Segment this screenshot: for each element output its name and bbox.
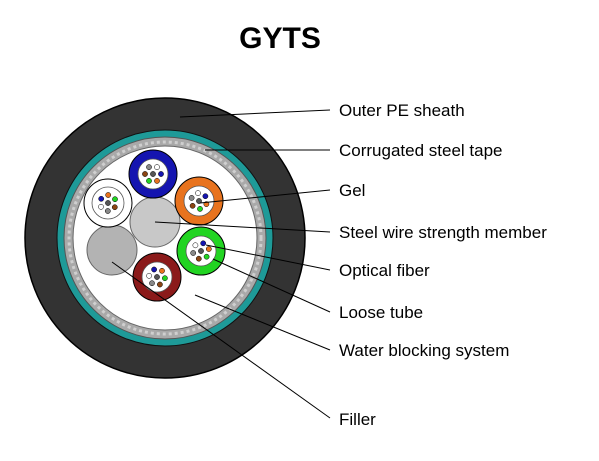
optical-fiber (111, 204, 118, 211)
optical-fiber (192, 242, 199, 249)
label-filler: Filler (339, 410, 376, 429)
optical-fiber (195, 255, 202, 262)
filler (86, 224, 138, 276)
optical-fiber (112, 196, 118, 203)
optical-fiber (146, 272, 152, 279)
optical-fiber (200, 240, 207, 247)
optical-fiber (202, 193, 209, 200)
optical-fiber (154, 164, 160, 170)
optical-fiber (205, 246, 212, 252)
optical-fiber (189, 202, 196, 209)
leader-gel (199, 189, 331, 204)
optical-fiber (142, 171, 148, 177)
optical-fiber (188, 195, 195, 201)
optical-fiber (190, 250, 197, 256)
leader-lines (111, 109, 331, 419)
optical-fiber (146, 178, 152, 184)
leader-optical-fiber (205, 244, 331, 271)
optical-fiber (197, 206, 203, 212)
optical-fiber (98, 203, 104, 210)
label-corrugated-steel-tape: Corrugated steel tape (339, 141, 503, 160)
leader-water-blocking (194, 294, 331, 351)
optical-fiber (198, 248, 204, 254)
optical-fiber (196, 198, 202, 204)
optical-fibers (98, 164, 212, 288)
optical-fiber (105, 192, 112, 198)
label-water-blocking: Water blocking system (339, 341, 509, 360)
optical-fiber (159, 267, 165, 274)
label-optical-fiber: Optical fiber (339, 261, 430, 280)
label-loose-tube: Loose tube (339, 303, 423, 322)
diagram-title: GYTS (239, 22, 321, 55)
optical-fiber (150, 171, 156, 177)
leader-filler (111, 261, 331, 419)
leader-outer-pe-sheath (179, 109, 331, 118)
optical-fiber (104, 208, 111, 214)
optical-fiber (154, 274, 160, 280)
optical-fiber (151, 266, 157, 273)
optical-fiber (162, 275, 168, 282)
optical-fiber (105, 200, 111, 206)
label-gel: Gel (339, 181, 365, 200)
optical-fiber (98, 195, 105, 202)
optical-fiber (195, 190, 201, 196)
leader-steel-wire (154, 221, 331, 233)
optical-fiber (158, 171, 164, 177)
optical-fiber (146, 164, 152, 170)
label-steel-wire: Steel wire strength member (339, 223, 547, 242)
optical-fiber (157, 281, 163, 288)
optical-fiber (154, 178, 160, 184)
optical-fiber (203, 253, 210, 260)
leader-loose-tube (212, 258, 331, 313)
label-outer-pe-sheath: Outer PE sheath (339, 101, 465, 120)
corrugation-pattern (67, 140, 263, 336)
optical-fiber (149, 280, 155, 287)
